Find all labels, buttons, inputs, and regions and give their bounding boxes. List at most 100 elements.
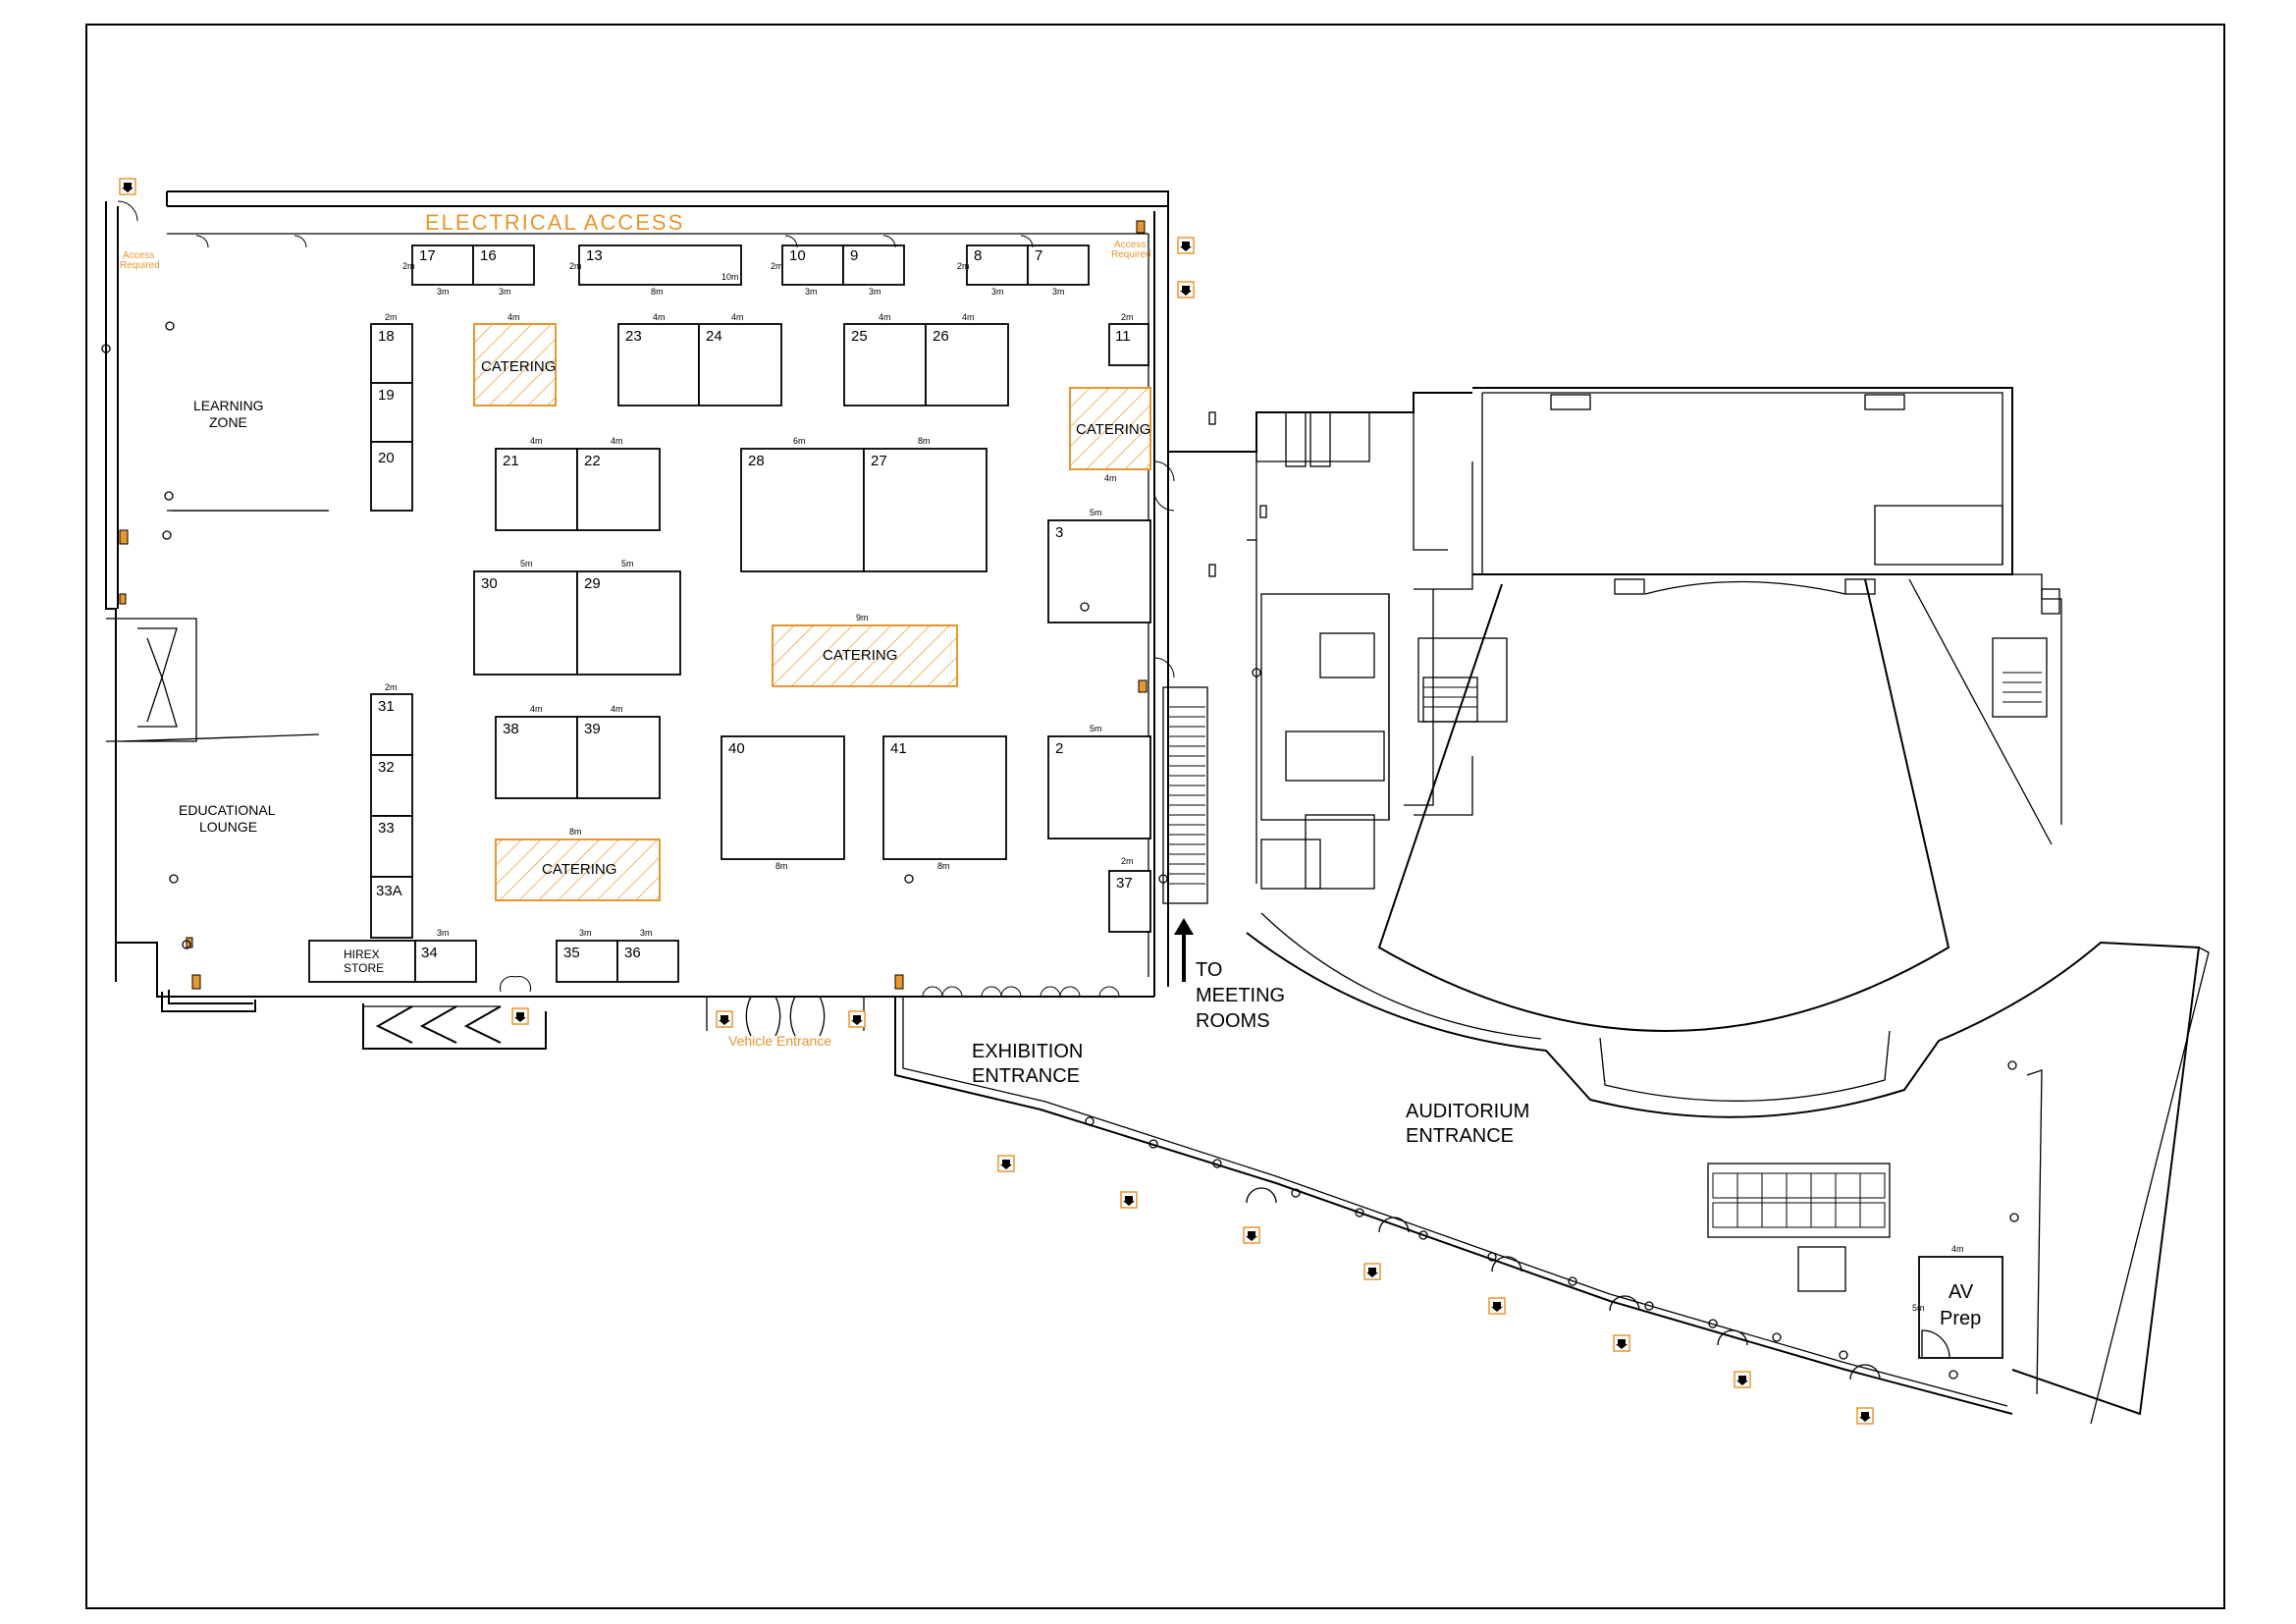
stand-11 <box>1108 323 1149 366</box>
stand-label: 33 <box>378 820 395 837</box>
stand-label: 23 <box>625 328 642 345</box>
stand-label: 38 <box>503 721 519 737</box>
stand-36 <box>616 940 679 983</box>
stand-18 <box>370 323 413 384</box>
stand-29 <box>576 570 681 676</box>
stand-label: 7 <box>1035 247 1042 264</box>
svg-text:5m: 5m <box>621 559 634 568</box>
stand-16 <box>472 244 535 286</box>
svg-text:4m: 4m <box>962 312 975 322</box>
stand-2 <box>1047 735 1151 839</box>
svg-text:8m: 8m <box>918 436 931 446</box>
svg-text:5m: 5m <box>1912 1303 1925 1313</box>
svg-text:6m: 6m <box>793 436 806 446</box>
stand-33a <box>370 876 413 939</box>
stand-37 <box>1108 870 1151 933</box>
stand-label: 21 <box>503 453 519 469</box>
stand-9 <box>842 244 905 286</box>
catering-label: CATERING <box>1076 421 1150 438</box>
av-prep-label: AV <box>1949 1281 1974 1303</box>
svg-text:3m: 3m <box>869 287 881 297</box>
escalator <box>1707 1163 1891 1292</box>
stand-label: 24 <box>706 328 722 345</box>
stand-label: 11 <box>1115 328 1131 345</box>
svg-text:3m: 3m <box>1052 287 1065 297</box>
educational-lounge-label: LOUNGE <box>199 819 257 835</box>
svg-text:4m: 4m <box>731 312 744 322</box>
svg-text:2m: 2m <box>385 682 398 692</box>
svg-text:Required: Required <box>120 260 160 271</box>
stand-label: 27 <box>871 453 887 469</box>
stand-20 <box>370 441 413 512</box>
svg-text:3m: 3m <box>437 287 450 297</box>
exhibition-entrance-label: EXHIBITION <box>972 1041 1083 1062</box>
svg-text:8m: 8m <box>775 861 788 871</box>
stand-label: 9 <box>850 247 858 264</box>
stand-label: 37 <box>1116 875 1133 892</box>
stand-label: 36 <box>624 945 641 961</box>
columns <box>101 321 2019 1380</box>
stand-34 <box>414 940 477 983</box>
stand-7 <box>1027 244 1090 286</box>
av-prep-room <box>1918 1256 2003 1359</box>
svg-text:3m: 3m <box>805 287 818 297</box>
catering-label: CATERING <box>542 861 616 878</box>
auditorium-entrance-label: AUDITORIUM <box>1406 1101 1529 1122</box>
stand-25 <box>843 323 927 406</box>
stand-label: 29 <box>584 575 601 592</box>
stand-26 <box>925 323 1009 406</box>
stand-label: 34 <box>421 945 438 961</box>
stand-41 <box>882 735 1007 860</box>
stand-label: 25 <box>851 328 868 345</box>
stand-label: 28 <box>748 453 765 469</box>
svg-text:2m: 2m <box>569 261 582 271</box>
stand-label: 33A <box>376 883 402 899</box>
hirex-store <box>308 940 416 983</box>
stand-label: 39 <box>584 721 601 737</box>
av-prep-label: Prep <box>1940 1308 1981 1329</box>
stand-label: 3 <box>1055 524 1063 541</box>
svg-text:3m: 3m <box>437 928 450 938</box>
svg-text:Access: Access <box>123 250 154 261</box>
svg-text:5m: 5m <box>520 559 533 568</box>
svg-text:4m: 4m <box>530 436 543 446</box>
svg-text:3m: 3m <box>640 928 653 938</box>
svg-text:2m: 2m <box>385 312 398 322</box>
stand-label: 20 <box>378 450 395 466</box>
access-required-right: Access Required <box>1111 240 1151 260</box>
stand-30 <box>473 570 578 676</box>
stand-3 <box>1047 519 1151 623</box>
svg-text:9m: 9m <box>856 613 869 623</box>
stand-10 <box>781 244 844 286</box>
svg-text:8m: 8m <box>651 287 664 297</box>
stand-label: 32 <box>378 759 395 776</box>
dimension-labels: 2m 3m 3m 2m 8m 10m 2m 3m 3m 2m 3m 3m 2m … <box>385 261 1134 938</box>
svg-text:2m: 2m <box>771 261 783 271</box>
electrical-access-label: ELECTRICAL ACCESS <box>425 210 684 235</box>
stand-40 <box>721 735 845 860</box>
stand-21 <box>495 448 578 531</box>
stand-8 <box>966 244 1029 286</box>
catering-label: CATERING <box>481 358 556 375</box>
catering-label: CATERING <box>823 647 897 664</box>
svg-text:2m: 2m <box>402 261 415 271</box>
stand-22 <box>576 448 661 531</box>
svg-text:4m: 4m <box>1104 473 1117 483</box>
catering-area <box>772 624 958 687</box>
stand-label: 35 <box>563 945 580 961</box>
stand-label: 41 <box>890 740 907 757</box>
stand-label: 10 <box>789 247 806 264</box>
svg-text:5m: 5m <box>1090 508 1102 517</box>
meeting-rooms-label: MEETING <box>1196 985 1285 1006</box>
stand-label: 40 <box>728 740 745 757</box>
stand-27 <box>863 448 988 572</box>
svg-text:Required: Required <box>1111 249 1151 260</box>
auditorium-entrance-label: ENTRANCE <box>1406 1125 1514 1147</box>
exhibition-entrance-label: ENTRANCE <box>972 1065 1080 1087</box>
svg-text:2m: 2m <box>1121 856 1134 866</box>
vehicle-entrance-label: Vehicle Entrance <box>728 1033 831 1049</box>
svg-text:Access: Access <box>1114 240 1146 250</box>
stand-24 <box>698 323 782 406</box>
hirex-store-label: HIREX <box>344 947 380 961</box>
